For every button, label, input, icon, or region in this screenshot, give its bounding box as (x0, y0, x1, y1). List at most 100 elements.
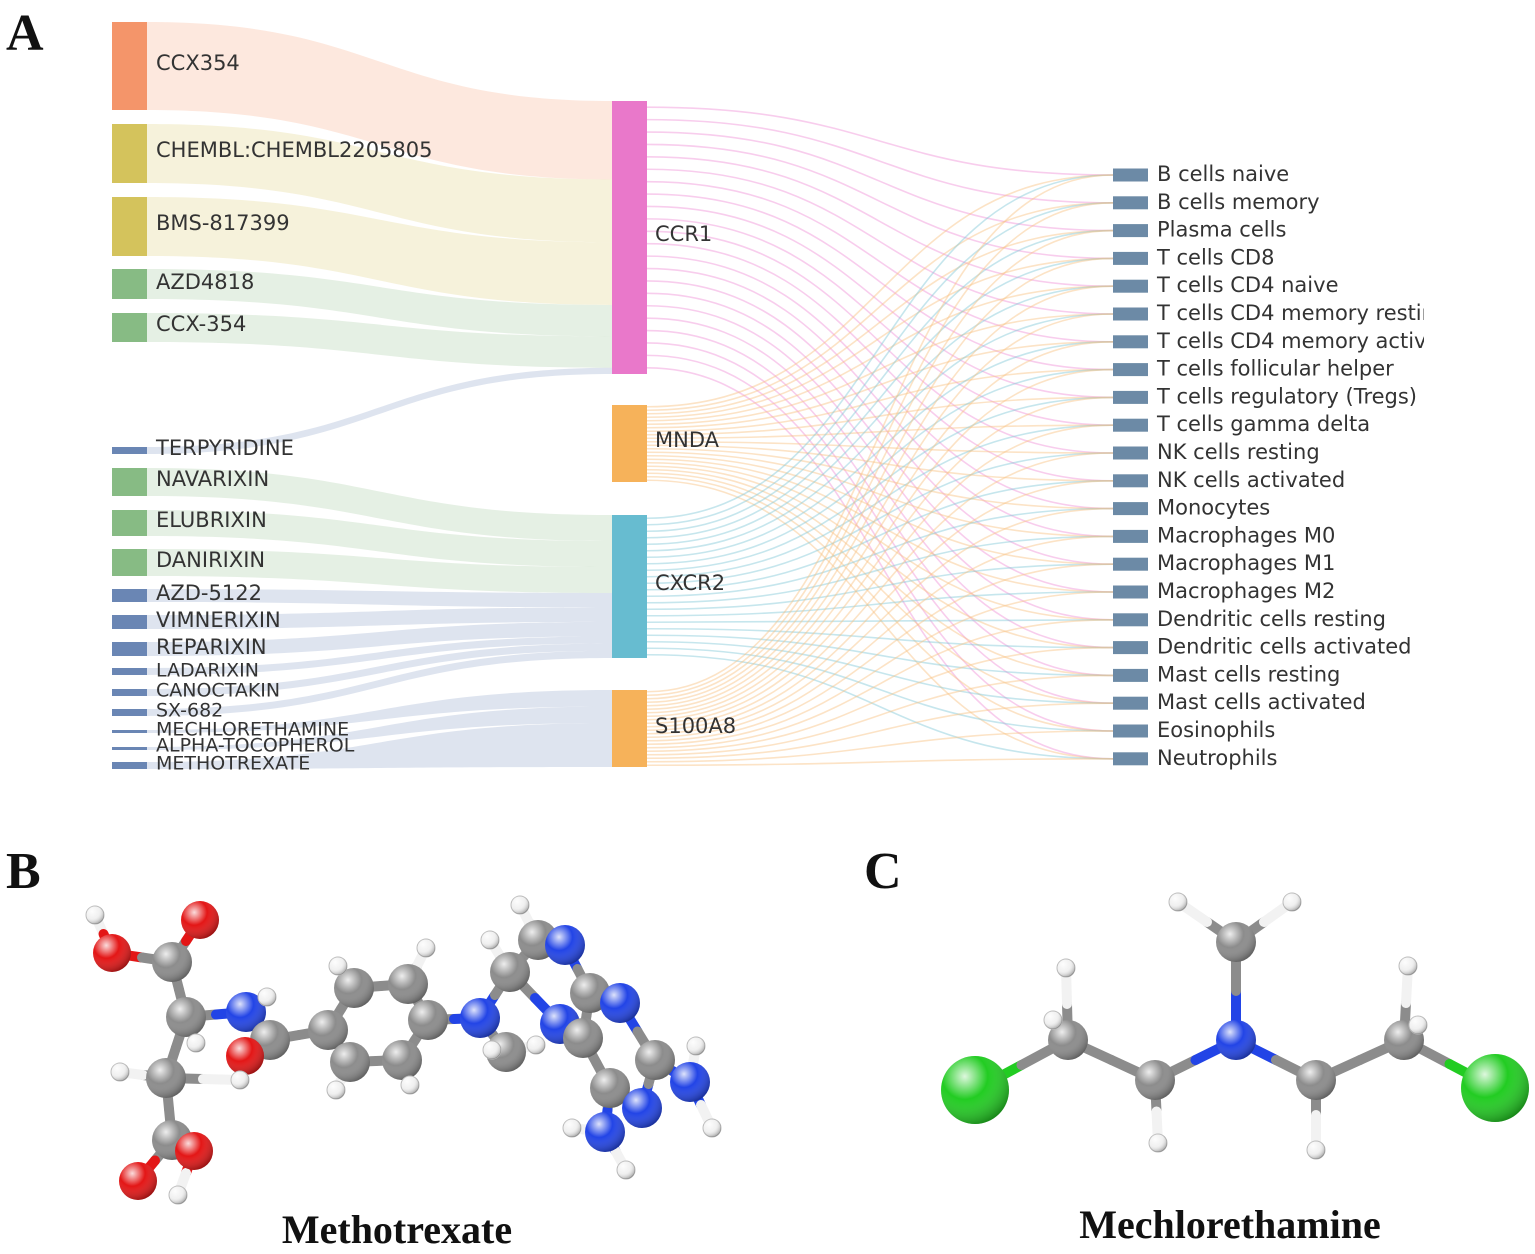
link-ccr1-to-dendritic-cells-resting (646, 304, 1114, 621)
atom-shading (511, 896, 529, 914)
drug-label-azd-5122: AZD-5122 (156, 581, 262, 605)
link-ccr1-to-plasma-cells (646, 131, 1114, 232)
atom-shading (545, 925, 585, 965)
atom-shading (527, 1036, 545, 1054)
atom-shading (258, 988, 276, 1006)
link-cxcr2-to-macrophages-m0 (646, 535, 1114, 604)
gene-node-ccr1 (612, 101, 647, 374)
cell-label-macrophages-m0: Macrophages M0 (1157, 523, 1335, 547)
link-mnda-to-macrophages-m1 (646, 454, 1114, 565)
drug-node-vimnerixin (112, 615, 147, 629)
drug-label-canoctakin: CANOCTAKIN (156, 680, 280, 702)
cell-node-macrophages-m0 (1113, 529, 1148, 543)
link-s100a8-to-eosinophils (646, 730, 1114, 763)
gene-label-s100a8: S100A8 (655, 714, 736, 738)
link-mnda-to-t-cells-regulatory-tregs (646, 396, 1114, 436)
methotrexate-molecule-model (85, 895, 722, 1205)
gene-node-mnda (612, 405, 647, 482)
link-alpha-tocopherol-to-s100a8 (147, 706, 612, 750)
link-cxcr2-to-t-cells-regulatory-tregs (646, 396, 1114, 572)
link-reparixin-to-cxcr2 (147, 621, 612, 656)
drug-node-mechlorethamine (112, 730, 147, 733)
link-s100a8-to-mast-cells-resting (646, 674, 1114, 756)
link-ccr1-to-t-cells-cd8 (646, 143, 1114, 260)
link-ccr1-to-macrophages-m2 (646, 292, 1114, 593)
link-mnda-to-t-cells-cd4-naive (646, 285, 1114, 422)
link-mnda-to-neutrophils (646, 479, 1114, 760)
drug-node-reparixin (112, 642, 147, 656)
cell-label-t-cells-regulatory-tregs: T cells regulatory (Tregs) (1156, 384, 1417, 408)
drug-node-chembl-chembl2205805 (112, 124, 147, 183)
link-azd4818-to-ccr1 (147, 269, 612, 337)
sankey-links-drug-to-gene (147, 22, 612, 769)
drug-label-alpha-tocopherol: ALPHA-TOCOPHEROL (156, 735, 355, 757)
link-cxcr2-to-eosinophils (646, 647, 1114, 732)
link-cxcr2-to-nk-cells-activated (646, 480, 1114, 591)
link-s100a8-to-dendritic-cells-resting (646, 619, 1114, 749)
atom-shading (1283, 893, 1301, 911)
drug-label-bms-817399: BMS-817399 (156, 211, 290, 235)
atom-shading (1048, 1020, 1088, 1060)
atom-shading (231, 1071, 249, 1089)
link-cxcr2-to-t-cells-gamma-delta (646, 424, 1114, 578)
atom-shading (166, 997, 206, 1037)
link-sx-682-to-cxcr2 (147, 650, 612, 716)
link-ccr1-to-dendritic-cells-activated (646, 317, 1114, 649)
link-mnda-to-dendritic-cells-resting (646, 461, 1114, 621)
atom-shading (1216, 922, 1256, 962)
atom-shading (687, 1037, 705, 1055)
drug-label-navarixin: NAVARIXIN (156, 467, 269, 491)
link-s100a8-to-monocytes (646, 507, 1114, 735)
link-cxcr2-to-nk-cells-resting (646, 452, 1114, 585)
link-ccr1-to-t-cells-regulatory-tregs (646, 205, 1114, 399)
cell-label-b-cells-naive: B cells naive (1157, 162, 1289, 186)
cell-node-t-cells-regulatory-tregs (1113, 390, 1148, 404)
atom-shading (111, 1063, 129, 1081)
atom-shading (119, 1162, 157, 1200)
cell-label-dendritic-cells-activated: Dendritic cells activated (1157, 635, 1412, 659)
link-methotrexate-to-s100a8 (147, 723, 612, 769)
mechlorethamine-caption: Mechlorethamine (1079, 1202, 1380, 1247)
link-ccr1-to-mast-cells-activated (646, 342, 1114, 704)
drug-label-elubrixin: ELUBRIXIN (156, 508, 267, 532)
link-bms-817399-to-ccr1 (147, 197, 612, 305)
link-cxcr2-to-t-cells-cd4-naive (646, 285, 1114, 546)
cell-label-t-cells-gamma-delta: T cells gamma delta (1156, 412, 1370, 436)
cell-node-t-cells-follicular-helper (1113, 363, 1148, 377)
cell-label-neutrophils: Neutrophils (1157, 746, 1277, 770)
link-cxcr2-to-dendritic-cells-activated (646, 627, 1114, 649)
link-mnda-to-eosinophils (646, 475, 1114, 732)
atom-shading (308, 1010, 348, 1050)
link-mnda-to-b-cells-memory (646, 202, 1114, 412)
link-ccr1-to-macrophages-m1 (646, 280, 1114, 565)
gene-node-cxcr2 (612, 515, 647, 658)
link-mnda-to-mast-cells-activated (646, 472, 1114, 704)
link-ccr1-to-neutrophils (646, 366, 1114, 760)
link-s100a8-to-mast-cells-activated (646, 702, 1114, 760)
panel-c-letter: C (864, 843, 902, 900)
atom-shading (86, 906, 104, 924)
drug-label-danirixin: DANIRIXIN (156, 548, 265, 572)
cell-node-nk-cells-resting (1113, 446, 1148, 460)
atom-shading (187, 1034, 205, 1052)
cell-label-t-cells-cd4-memory-activated: T cells CD4 memory activated (1156, 329, 1474, 353)
link-mnda-to-t-cells-follicular-helper (646, 368, 1114, 433)
drug-label-terpyridine: TERPYRIDINE (155, 436, 294, 460)
cell-node-macrophages-m1 (1113, 557, 1148, 571)
drug-label-azd4818: AZD4818 (156, 270, 254, 294)
link-s100a8-to-nk-cells-activated (646, 480, 1114, 732)
gene-node-s100a8 (612, 690, 647, 767)
atom-shading (1409, 1016, 1427, 1034)
gene-label-cxcr2: CXCR2 (655, 571, 725, 595)
link-s100a8-to-t-cells-cd4-naive (646, 285, 1114, 707)
link-cxcr2-to-t-cells-cd8 (646, 257, 1114, 539)
link-mnda-to-mast-cells-resting (646, 468, 1114, 677)
cell-node-b-cells-memory (1113, 196, 1148, 210)
cell-label-monocytes: Monocytes (1157, 496, 1270, 520)
cell-node-t-cells-cd4-memory-resting (1113, 307, 1148, 321)
panel-a-letter: A (6, 5, 44, 62)
drug-label-reparixin: REPARIXIN (156, 635, 267, 659)
link-cxcr2-to-t-cells-cd4-memory-activated (646, 341, 1114, 559)
link-s100a8-to-dendritic-cells-activated (646, 646, 1114, 753)
cell-label-mast-cells-resting: Mast cells resting (1157, 662, 1340, 686)
